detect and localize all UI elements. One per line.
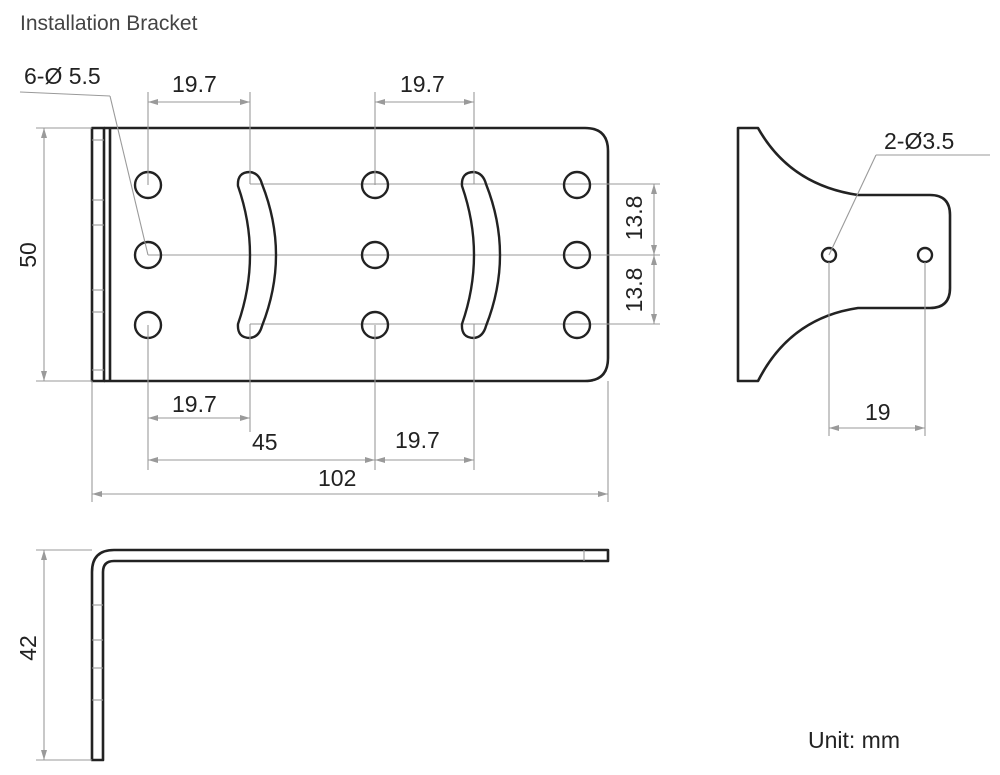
dim-label: 19.7: [400, 71, 445, 97]
dim-label: 13.8: [621, 268, 647, 313]
dim-label: 102: [318, 465, 356, 491]
profile-segments: [92, 604, 103, 701]
mount-hole: [562, 310, 592, 340]
dim-overall-length: 102: [91, 381, 609, 502]
drawing-title: Installation Bracket: [20, 12, 198, 35]
front-view: 6-Ø 5.5 19.7 19.7 50: [15, 63, 660, 502]
dim-label: 19.7: [395, 427, 440, 453]
dim-label: 13.8: [621, 196, 647, 241]
dim-top-right: 19.7: [374, 71, 475, 185]
hole-center-lines: [148, 183, 660, 325]
side-view: 2-Ø3.5 19: [736, 126, 990, 436]
dim-label: 19.7: [172, 71, 217, 97]
dim-bottom-left: 19.7: [147, 324, 251, 470]
side-hole-callout-label: 2-Ø3.5: [884, 128, 954, 154]
dim-label: 50: [15, 242, 41, 268]
unit-note: Unit: mm: [808, 727, 900, 753]
side-hole-leader: [828, 154, 877, 256]
dim-top-left: 19.7: [147, 71, 251, 185]
dim-hole-offsets: 13.8 13.8: [621, 184, 657, 324]
side-hole: [916, 246, 934, 264]
hole-callout-leader: [109, 95, 149, 256]
dim-bottom-right: 19.7: [375, 427, 474, 463]
dim-label: 42: [15, 635, 41, 661]
flange-edge: [90, 126, 106, 383]
flange-segments: [92, 139, 104, 371]
hole-callout-label: 6-Ø 5.5: [24, 63, 101, 89]
hole-callout-shelf: [19, 91, 111, 97]
mount-hole: [562, 240, 592, 270]
side-profile-outline: [736, 126, 952, 383]
dim-plate-height: 50: [15, 127, 92, 382]
profile-view: 42: [15, 548, 610, 762]
dim-label: 19: [865, 399, 891, 425]
dim-label: 19.7: [172, 391, 217, 417]
mount-hole: [360, 240, 390, 270]
dim-hole-to-center: 45: [148, 324, 475, 470]
curved-slot-left: [236, 170, 278, 340]
mount-hole: [133, 240, 163, 270]
mount-hole: [562, 170, 592, 200]
dim-label: 45: [252, 429, 278, 455]
curved-slot-right: [460, 170, 502, 340]
l-profile-outline: [90, 548, 610, 762]
